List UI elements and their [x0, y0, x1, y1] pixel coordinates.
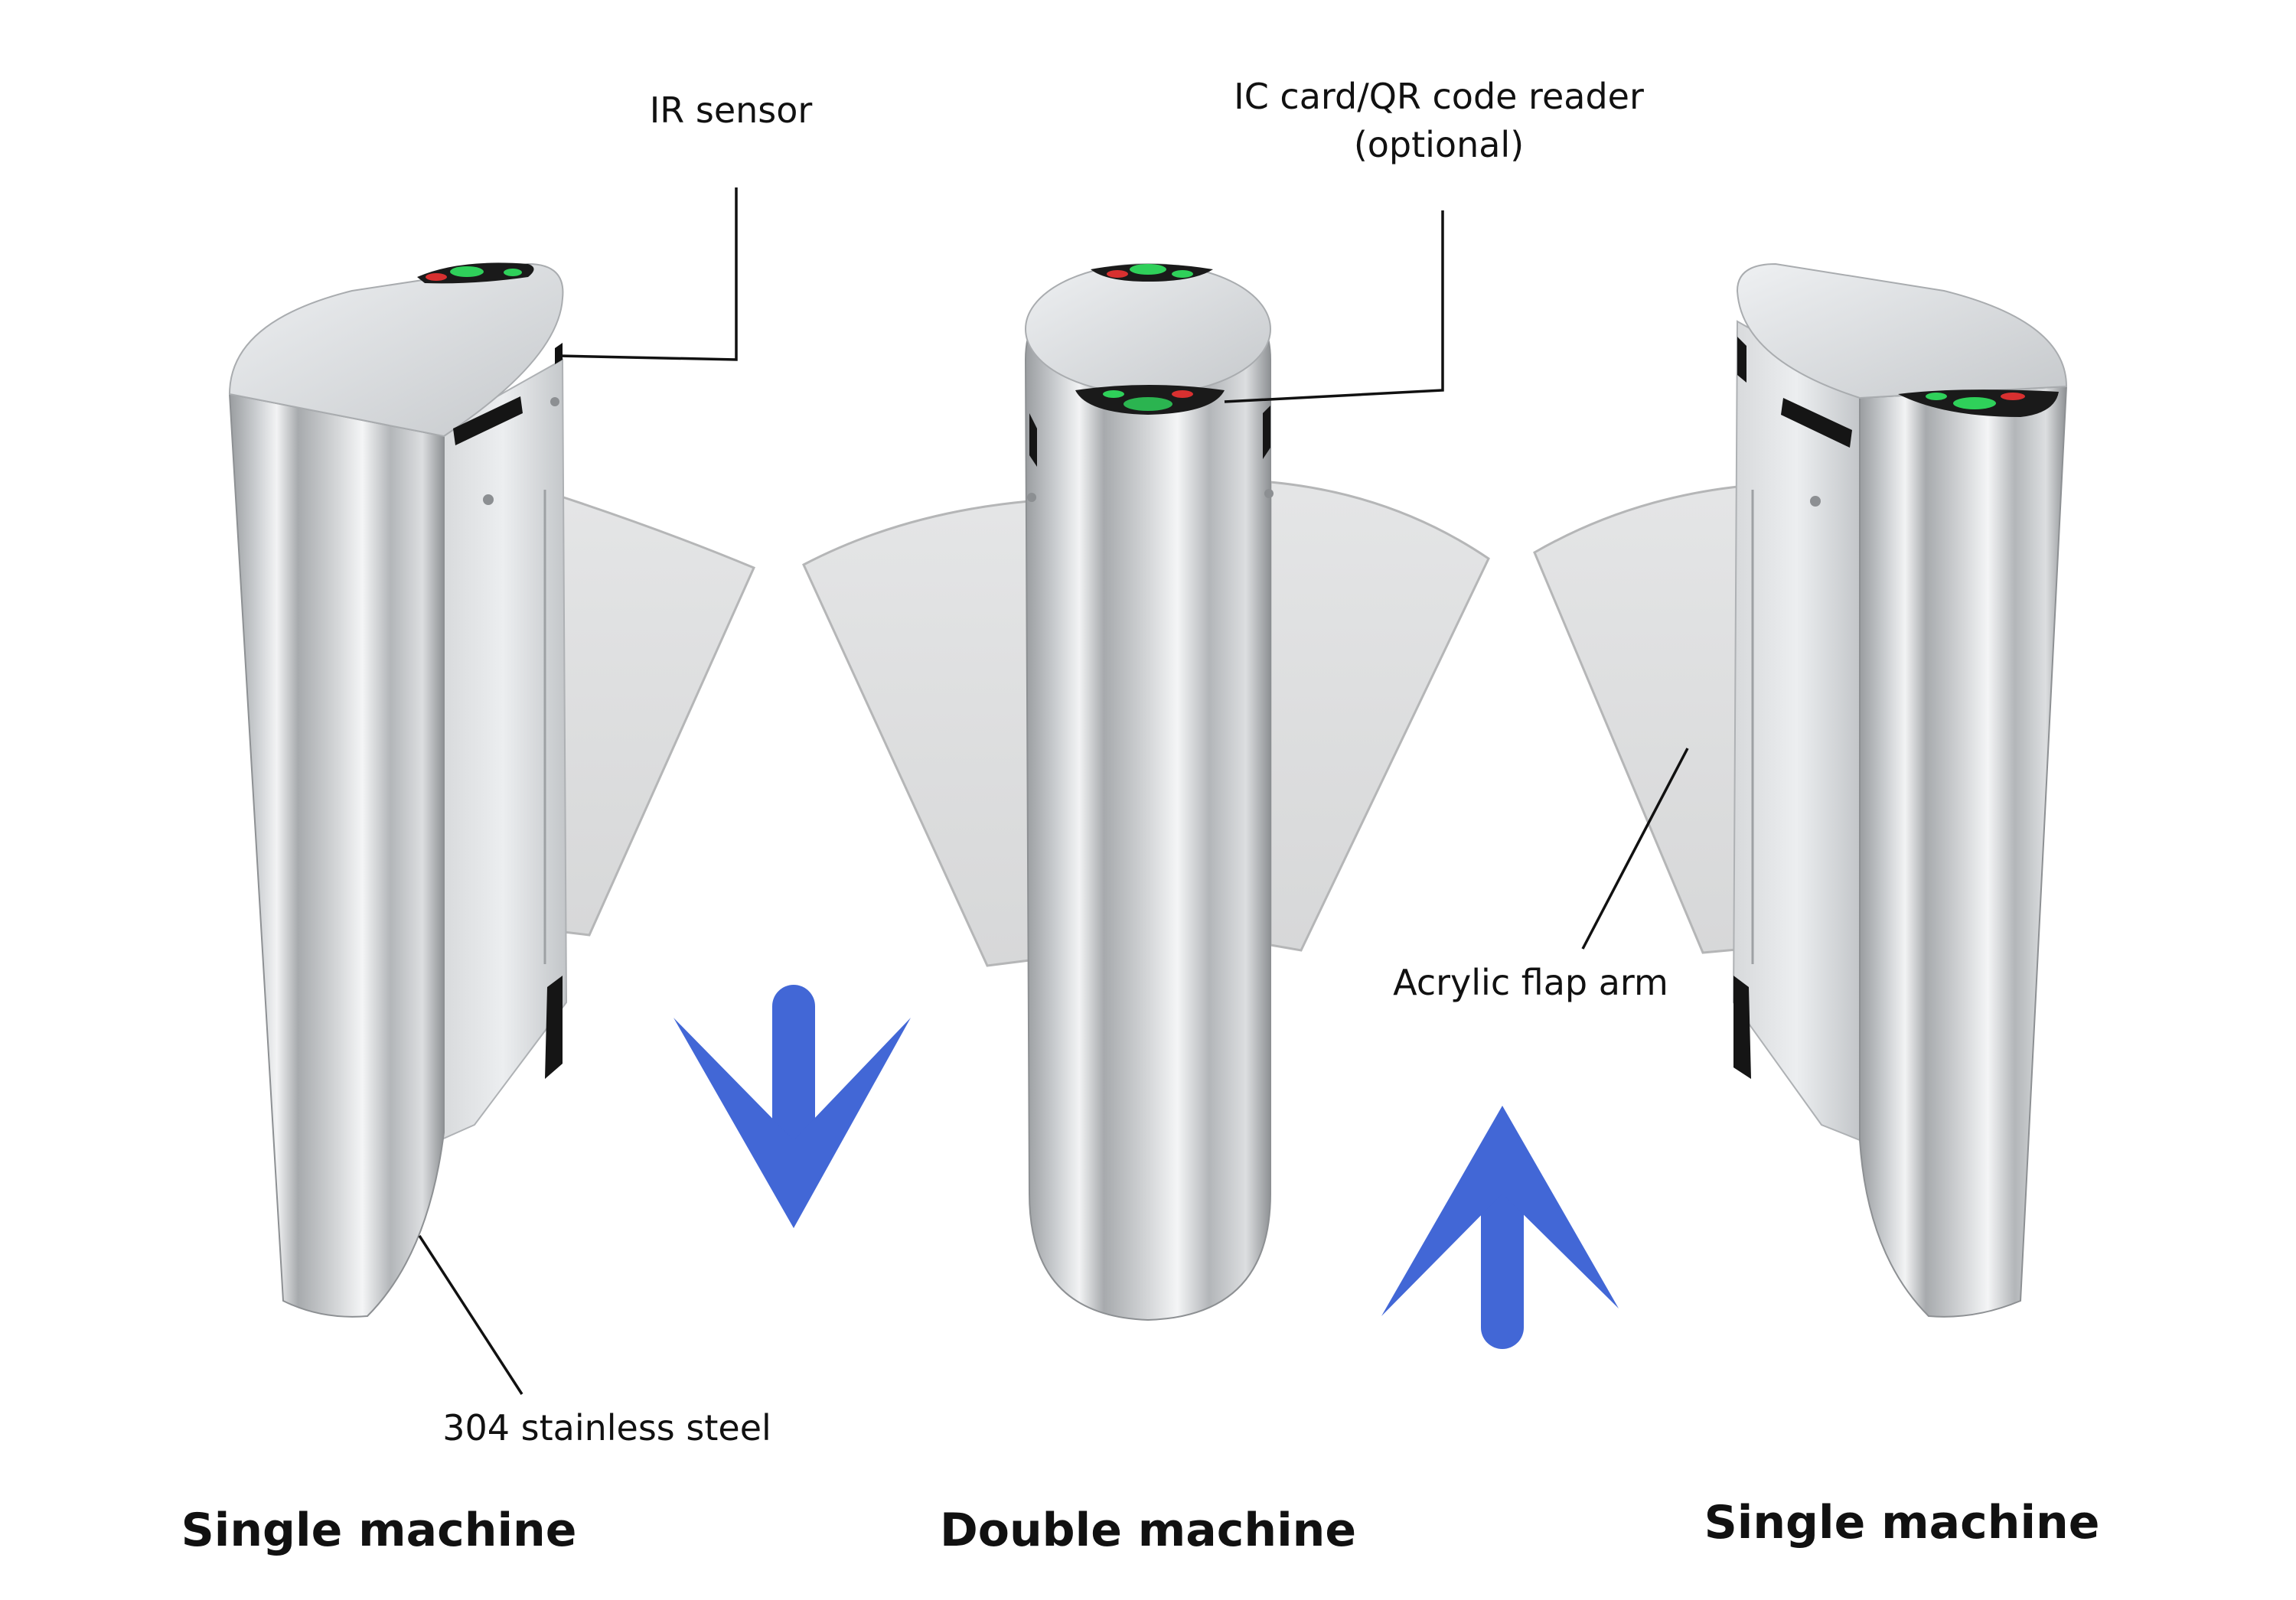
right-single-machine: [1533, 262, 2068, 1318]
right-top-cap: [1736, 262, 2068, 399]
acrylic-arm-leader: [1581, 748, 1689, 950]
ir-sensor-leader: [558, 187, 738, 361]
center-front-reader-icon: [1075, 385, 1225, 415]
ir-sensor-label: IR sensor: [650, 90, 813, 131]
caption-right: Single machine: [1704, 1496, 2100, 1549]
acrylic-arm-label: Acrylic flap arm: [1393, 962, 1668, 1003]
center-flap-right: [1269, 481, 1490, 952]
right-reader-icon: [1898, 389, 2059, 417]
right-flap-arm: [1533, 484, 1746, 954]
right-slot-upper: [1781, 398, 1852, 448]
left-reader-icon: [417, 262, 534, 284]
center-flap-left: [802, 500, 1031, 967]
left-slot-upper: [453, 396, 523, 445]
steel-leader: [418, 1235, 523, 1395]
left-top-cap: [228, 262, 564, 438]
center-body: [1024, 272, 1271, 1321]
center-top-cap: [1025, 263, 1271, 395]
reader-leader: [1224, 210, 1444, 403]
reader-label-line2: (optional): [1354, 124, 1524, 165]
left-flap-arm: [543, 489, 755, 937]
center-double-machine: [802, 263, 1490, 1321]
caption-center: Double machine: [940, 1504, 1356, 1557]
left-slot-lower: [545, 976, 563, 1079]
caption-left: Single machine: [181, 1504, 577, 1557]
right-slot-lower: [1733, 976, 1751, 1079]
reader-label-line1: IC card/QR code reader: [1234, 76, 1644, 117]
steel-label: 304 stainless steel: [442, 1407, 771, 1448]
left-single-machine: [228, 262, 755, 1318]
center-top-reader-icon: [1091, 264, 1213, 282]
arrow-up-icon: [1381, 1106, 1619, 1349]
arrow-down-icon: [673, 985, 911, 1228]
left-ir-slot: [555, 343, 563, 364]
